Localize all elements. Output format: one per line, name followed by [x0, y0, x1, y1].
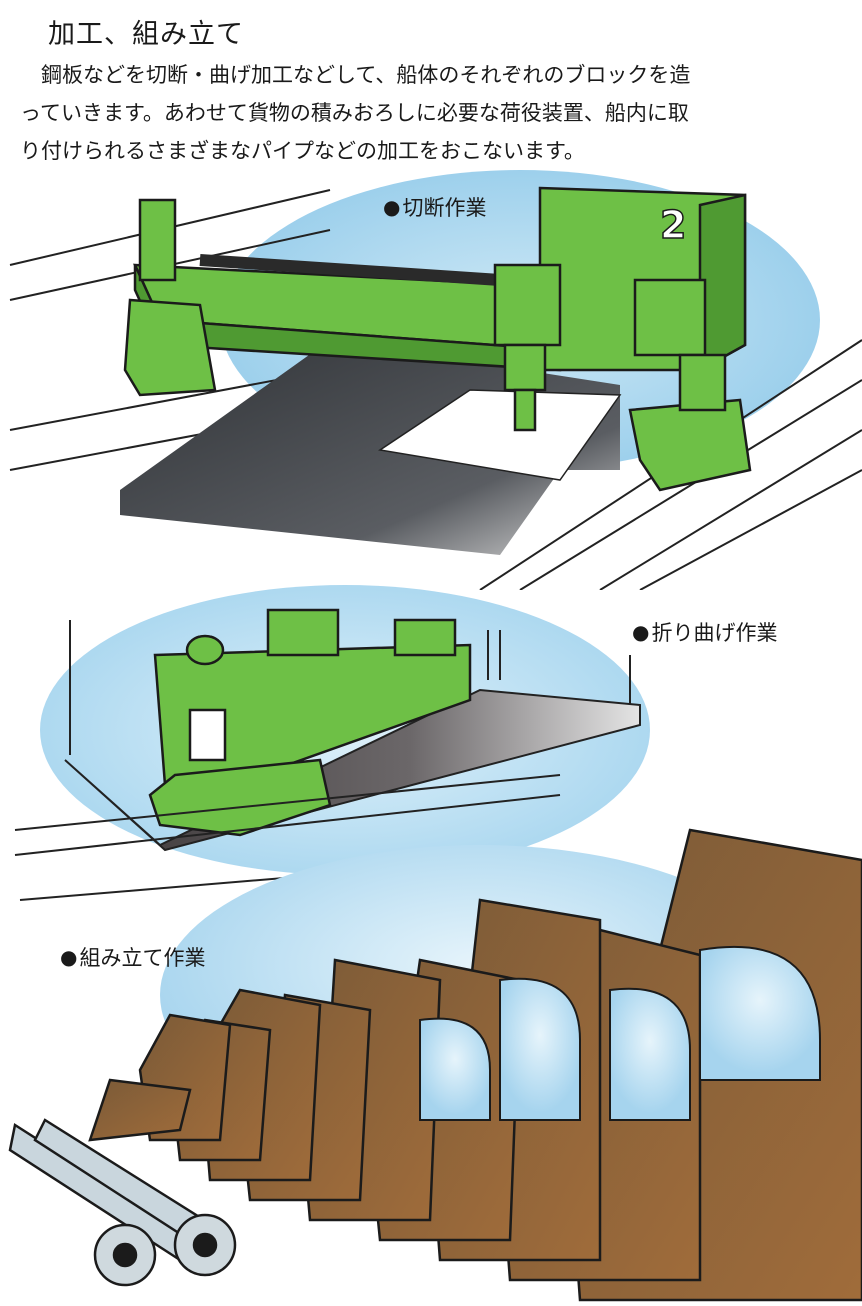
cutting-illustration: 2 — [9, 170, 862, 590]
bullet-icon: ● — [632, 620, 650, 644]
bending-label-text: 折り曲げ作業 — [651, 621, 778, 645]
intro-line-3: り付けられるさまざまなパイプなどの加工をおこないます。 — [20, 139, 585, 163]
bullet-icon: ● — [60, 945, 78, 969]
intro-line-2: っていきます。あわせて貨物の積みおろしに必要な荷役装置、船内に取 — [20, 101, 689, 125]
cutting-label: ● 切断作業 — [383, 192, 486, 222]
intro-line-1: 鋼板などを切断・曲げ加工などして、船体のそれぞれのブロックを造 — [41, 63, 691, 87]
page-title: 加工、組み立て — [48, 19, 244, 50]
cutting-gantry — [123, 186, 752, 492]
machine-number: 2 — [660, 203, 686, 247]
pipes — [8, 1118, 237, 1287]
assembly-label-text: 組み立て作業 — [79, 946, 206, 970]
bullet-icon: ● — [383, 195, 401, 219]
bending-label: ● 折り曲げ作業 — [632, 617, 777, 647]
assembly-label: ● 組み立て作業 — [60, 942, 205, 972]
cutting-label-text: 切断作業 — [402, 196, 487, 220]
steel-plate — [64, 688, 641, 852]
bending-press — [148, 608, 472, 837]
assembly-illustration — [8, 828, 862, 1302]
intro-paragraph: 鋼板などを切断・曲げ加工などして、船体のそれぞれのブロックを造 っていきます。あ… — [20, 56, 810, 170]
bending-illustration — [14, 585, 650, 901]
